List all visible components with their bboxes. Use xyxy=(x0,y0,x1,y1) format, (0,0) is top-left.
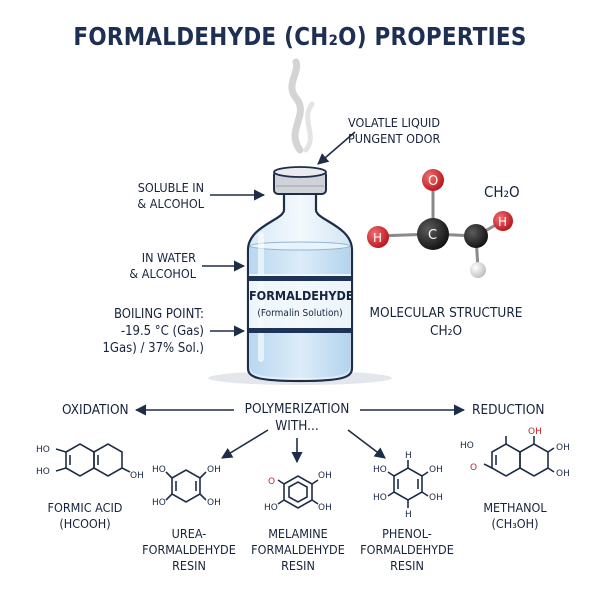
urea-oh-2: OH xyxy=(207,498,221,508)
hydrogen-atom-white xyxy=(470,262,486,278)
methanol-oh-2: OH xyxy=(556,469,570,479)
steam-icon xyxy=(288,58,315,154)
volatile-line-2: PUNGENT ODOR xyxy=(348,131,441,146)
phenol-ho-1: HO xyxy=(373,465,387,475)
urea-ho-1: HO xyxy=(152,465,166,475)
oxidation-label: OXIDATION xyxy=(62,402,129,418)
boiling-point-label: BOILING POINT: -19.5 °C (Gas) 1Gas) / 37… xyxy=(40,306,204,357)
formic-line-1: FORMIC ACID xyxy=(47,500,123,515)
phenol-h-top: H xyxy=(405,451,412,461)
page-title: FORMALDEHYDE (CH₂O) PROPERTIES xyxy=(73,22,527,51)
polymerization-line-2: WITH... xyxy=(275,418,319,434)
formic-acid-label: FORMIC ACID (HCOOH) xyxy=(30,500,140,532)
carbon-atom-2 xyxy=(464,224,488,248)
methanol-oh-1: OH xyxy=(556,443,570,453)
melamine-resin-label: MELAMINE FORMALDEHYDE RESIN xyxy=(238,526,358,574)
melamine-line-1: MELAMINE xyxy=(268,526,328,541)
methanol-ho: HO xyxy=(460,441,474,451)
arrow-volatile xyxy=(317,131,356,165)
urea-resin-label: UREA- FORMALDEHYDE RESIN xyxy=(130,526,248,574)
phenol-oh-1: OH xyxy=(429,465,443,475)
water-label: IN WATER & ALCOHOL xyxy=(60,250,196,282)
polymerization-label: POLYMERIZATION WITH... xyxy=(220,401,374,435)
phenol-line-2: FORMALDEHYDE xyxy=(360,542,454,557)
carbon-atom xyxy=(417,218,449,250)
melamine-oh-2: OH xyxy=(318,503,332,513)
methanol-oh-top: OH xyxy=(528,427,542,437)
atom-label-h-left: H xyxy=(373,231,382,245)
volatile-line-1: VOLATLE LIQUID xyxy=(348,115,441,130)
phenol-line-1: PHENOL- xyxy=(382,526,432,541)
molecule-model xyxy=(367,169,513,278)
urea-line-1: UREA- xyxy=(171,526,207,541)
caption-line-2: CH₂O xyxy=(429,323,463,339)
reduction-label: REDUCTION xyxy=(472,402,545,418)
bottle-label-main: FORMALDEHYDE xyxy=(249,288,354,303)
urea-structure xyxy=(165,469,207,503)
soluble-label: SOLUBLE IN & ALCOHOL xyxy=(60,180,204,212)
caption-line-1: MOLECULAR STRUCTURE xyxy=(369,305,523,321)
methanol-label: METHANOL (CH₃OH) xyxy=(460,500,570,532)
hydrogen-atom-left xyxy=(367,226,389,248)
methanol-o: O xyxy=(470,463,477,473)
atom-label-h-right: H xyxy=(498,215,507,229)
boiling-line-1: BOILING POINT: xyxy=(113,307,204,322)
methanol-line-1: METHANOL xyxy=(483,500,547,515)
phenol-line-3: RESIN xyxy=(390,558,424,573)
methanol-structure xyxy=(483,436,555,477)
phenol-ho-2: HO xyxy=(373,493,387,503)
arrow-urea xyxy=(221,429,269,459)
melamine-o: O xyxy=(268,477,275,487)
melamine-ho: HO xyxy=(264,503,278,513)
boiling-line-2: -19.5 °C (Gas) xyxy=(120,324,204,339)
bottle-label-sub: (Formalin Solution) xyxy=(257,308,343,319)
formalin-bottle xyxy=(208,166,392,385)
atom-label-c: C xyxy=(428,228,437,243)
phenol-oh-2: OH xyxy=(429,493,443,503)
formic-ho-2: HO xyxy=(36,467,50,477)
melamine-structure xyxy=(277,475,319,509)
phenol-structure xyxy=(387,460,429,508)
oxygen-atom xyxy=(422,169,444,191)
phenol-resin-label: PHENOL- FORMALDEHYDE RESIN xyxy=(348,526,466,574)
water-line-2: & ALCOHOL xyxy=(129,266,196,281)
hydrogen-atom-right xyxy=(493,211,513,231)
volatile-label: VOLATLE LIQUID PUNGENT ODOR xyxy=(348,115,440,147)
molecule-formula: CH₂O xyxy=(484,183,520,201)
formic-line-2: (HCOOH) xyxy=(59,516,111,531)
phenol-h-bottom: H xyxy=(405,510,412,520)
arrow-phenol xyxy=(347,429,386,459)
formic-ho-1: HO xyxy=(36,445,50,455)
melamine-line-3: RESIN xyxy=(281,558,315,573)
formic-oh: OH xyxy=(130,471,144,481)
water-line-1: IN WATER xyxy=(141,250,196,265)
methanol-line-2: (CH₃OH) xyxy=(491,516,539,531)
melamine-oh-1: OH xyxy=(318,471,332,481)
soluble-line-1: SOLUBLE IN xyxy=(137,180,204,195)
formic-acid-structure xyxy=(55,443,131,477)
boiling-line-3: 1Gas) / 37% Sol.) xyxy=(102,341,204,356)
molecular-structure-caption: MOLECULAR STRUCTURE CH₂O xyxy=(366,304,526,340)
urea-line-3: RESIN xyxy=(172,558,206,573)
urea-oh-1: OH xyxy=(207,465,221,475)
urea-ho-2: HO xyxy=(152,498,166,508)
atom-label-o: O xyxy=(428,174,438,189)
polymerization-line-1: POLYMERIZATION xyxy=(244,401,350,417)
urea-line-2: FORMALDEHYDE xyxy=(142,542,236,557)
soluble-line-2: & ALCOHOL xyxy=(137,196,204,211)
melamine-line-2: FORMALDEHYDE xyxy=(251,542,345,557)
